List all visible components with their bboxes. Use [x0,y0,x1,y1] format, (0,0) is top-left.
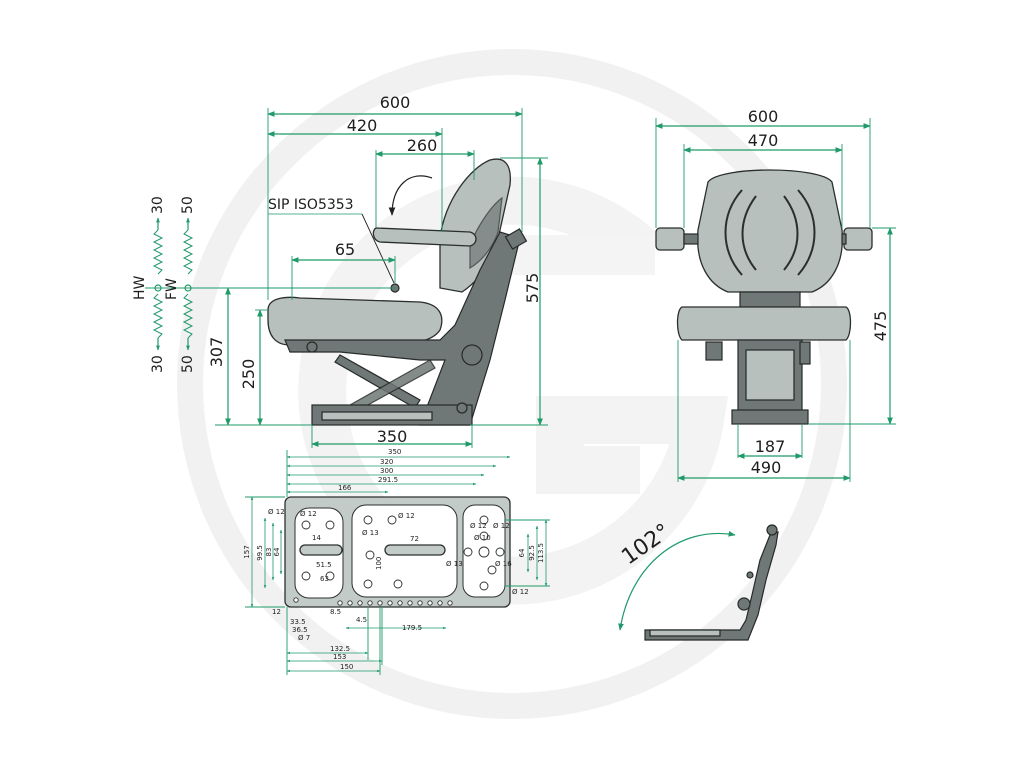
hole-label-2: Ø 12 [300,510,317,518]
hole-label-4: Ø 12 [398,512,415,520]
hole-label-7: Ø 10 [474,534,491,542]
plate-dim-157: 157 [243,545,251,558]
dim-475-front: 475 [871,311,890,342]
dim-307-side: 307 [207,337,226,368]
plate-dim-92-5: 92.5 [528,545,536,561]
fw-label: FW [164,278,180,300]
seat-side-body [267,158,528,426]
inner-label-100: 100 [375,557,383,570]
hole-label-3: Ø 13 [362,529,379,537]
dim-420-side: 420 [347,116,378,135]
hw-label: HW [132,275,148,300]
dim-65-side: 65 [335,240,355,259]
armrest-rotate-arrow [388,175,433,216]
recline-angle-arc [618,531,736,631]
side-view: 600 420 260 SIP ISO5353 65 575 307 [132,93,548,448]
inner-label-63: 63 [320,575,329,583]
dim-600-side: 600 [380,93,411,112]
plate-dim-320: 320 [380,458,393,466]
bottom-dim-d7: Ø 7 [298,634,310,642]
dim-250-side: 250 [239,359,258,390]
height-weight-adjust: 30 50 30 50 HW FW [132,196,200,373]
plate-dim-99-5: 99.5 [256,545,264,561]
bottom-dim-132-5: 132.5 [330,645,350,653]
front-view: 600 470 475 187 490 [655,107,896,482]
seat-front-body [655,169,873,425]
bottom-dim-153: 153 [333,653,346,661]
hole-label-9: Ø 13 [446,560,463,568]
plate-dim-300: 300 [380,467,393,475]
bottom-dim-150: 150 [340,663,353,671]
bottom-dim-179-5: 179.5 [402,624,422,632]
bottom-dim-12: 12 [272,608,281,616]
dim-350-side: 350 [377,427,408,446]
plate-dim-64-right: 64 [518,548,526,557]
bottom-dim-33-5: 33.5 [290,618,306,626]
dim-490-front: 490 [751,458,782,477]
hole-label-8: Ø 16 [495,560,512,568]
plate-dim-350: 350 [388,448,401,456]
inner-label-72: 72 [410,535,419,543]
hw-down-value: 30 [150,355,166,373]
dim-187-front: 187 [755,437,786,456]
bottom-dim-4-5: 4.5 [356,616,367,624]
plate-bottom-holes [293,597,453,606]
dim-470-front: 470 [748,131,779,150]
inner-label-51-5: 51.5 [316,561,332,569]
inner-label-14: 14 [312,534,321,542]
plate-dim-64-left: 64 [273,547,281,556]
hole-label-1: Ø 12 [268,508,285,516]
plate-holes [301,515,505,591]
fw-up-value: 50 [180,196,196,214]
plate-dim-83: 83 [265,548,273,557]
bottom-dim-36-5: 36.5 [292,626,308,634]
fw-down-value: 50 [180,355,196,373]
hw-up-value: 30 [150,196,166,214]
hole-label-5: Ø 12 [493,522,510,530]
sip-label: SIP ISO5353 [268,197,354,213]
dim-575-side: 575 [523,273,542,304]
base-plate-view: 350 320 300 291.5 166 157 99.5 83 64 64 … [243,448,550,675]
dim-600-front: 600 [748,107,779,126]
bottom-dim-8-5: 8.5 [330,608,341,616]
plate-dim-113-5: 113.5 [537,543,545,563]
hole-label-6: Ø 12 [470,522,487,530]
plate-dim-291-5: 291.5 [378,476,398,484]
hole-label-10: Ø 12 [512,588,529,596]
plate-dim-166: 166 [338,484,352,492]
dim-260-side: 260 [407,136,438,155]
